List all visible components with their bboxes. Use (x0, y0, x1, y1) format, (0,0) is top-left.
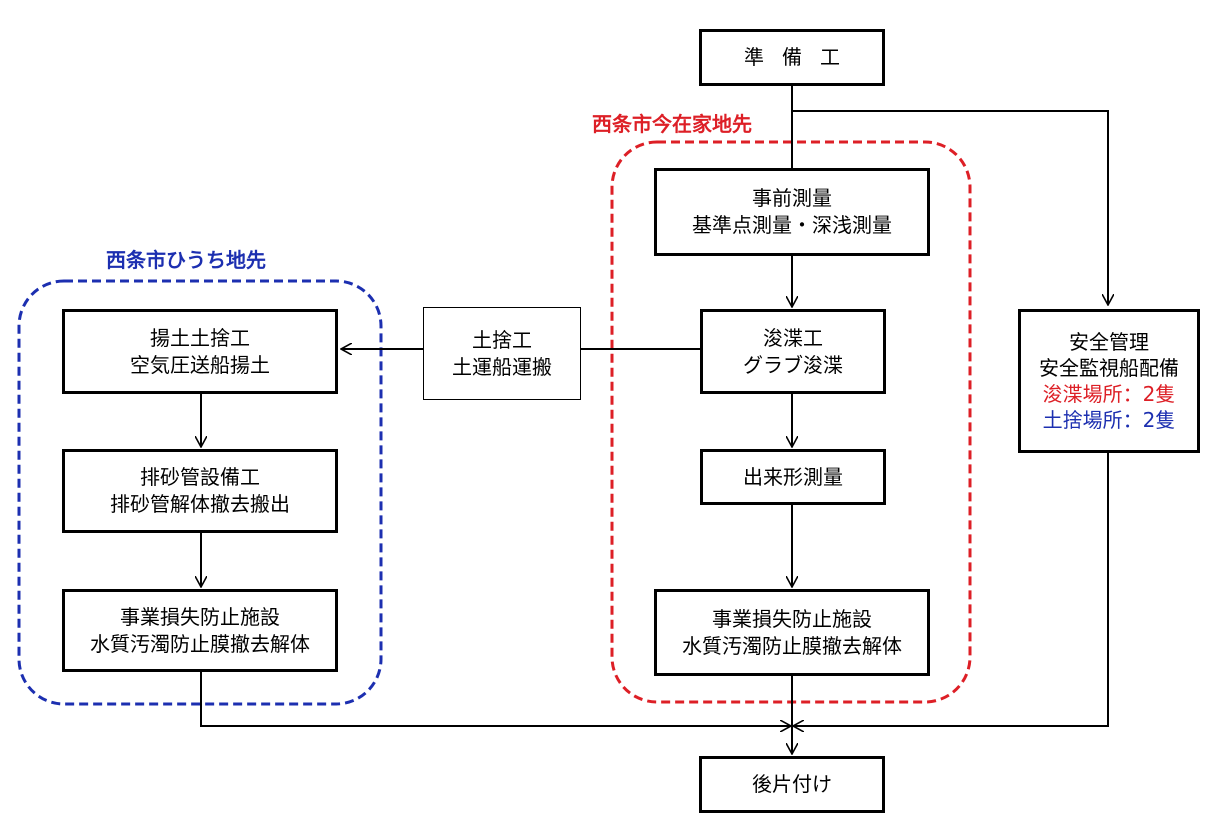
box-unloading-line2: 空気圧送船揚土 (130, 352, 270, 377)
box-cleanup: 後片付け (699, 756, 885, 813)
box-dredging: 浚渫工 グラブ浚渫 (700, 309, 886, 394)
box-pre-survey-line1: 事前測量 (752, 186, 832, 210)
box-pre-survey-line2: 基準点測量・深浅測量 (692, 213, 892, 237)
box-preparation: 準備工 (699, 29, 885, 86)
box-preparation-label: 準備工 (744, 45, 858, 69)
box-dredging-line2: グラブ浚渫 (743, 352, 843, 377)
box-safety-dredge-site: 浚渫場所：2隻 (1042, 382, 1176, 406)
box-damage-prevention-center-line2: 水質汚濁防止膜撤去解体 (682, 633, 902, 658)
box-soil-transport: 土捨工 土運船運搬 (423, 307, 581, 400)
box-safety-dump-site: 土捨場所：2隻 (1042, 408, 1176, 432)
box-sand-pipe-line2: 排砂管解体撤去搬出 (110, 492, 290, 516)
box-soil-transport-line2: 土運船運搬 (452, 354, 552, 379)
box-damage-prevention-left-line1: 事業損失防止施設 (120, 604, 280, 629)
box-as-built-survey-label: 出来形測量 (743, 464, 843, 489)
box-pre-survey: 事前測量 基準点測量・深浅測量 (654, 168, 930, 256)
box-sand-pipe-line1: 排砂管設備工 (140, 465, 260, 489)
box-unloading-line1: 揚土土捨工 (150, 325, 250, 350)
box-dredging-line1: 浚渫工 (763, 325, 823, 350)
box-damage-prevention-center-line1: 事業損失防止施設 (712, 606, 872, 631)
box-damage-prevention-left-line2: 水質汚濁防止膜撤去解体 (90, 631, 310, 656)
box-as-built-survey: 出来形測量 (700, 449, 886, 505)
box-safety-management: 安全管理 安全監視船配備 浚渫場所：2隻 土捨場所：2隻 (1018, 309, 1200, 453)
box-unloading: 揚土土捨工 空気圧送船揚土 (62, 309, 338, 394)
box-damage-prevention-left: 事業損失防止施設 水質汚濁防止膜撤去解体 (62, 589, 338, 672)
box-soil-transport-line1: 土捨工 (472, 327, 532, 352)
box-safety-line1: 安全管理 (1069, 330, 1149, 354)
box-safety-line2: 安全監視船配備 (1039, 356, 1179, 380)
box-cleanup-label: 後片付け (752, 772, 832, 796)
box-sand-pipe: 排砂管設備工 排砂管解体撤去搬出 (62, 449, 338, 533)
region-label-hiuchi: 西条市ひうち地先 (106, 248, 266, 272)
region-label-imazaike: 西条市今在家地先 (592, 112, 752, 136)
box-damage-prevention-center: 事業損失防止施設 水質汚濁防止膜撤去解体 (654, 589, 930, 676)
